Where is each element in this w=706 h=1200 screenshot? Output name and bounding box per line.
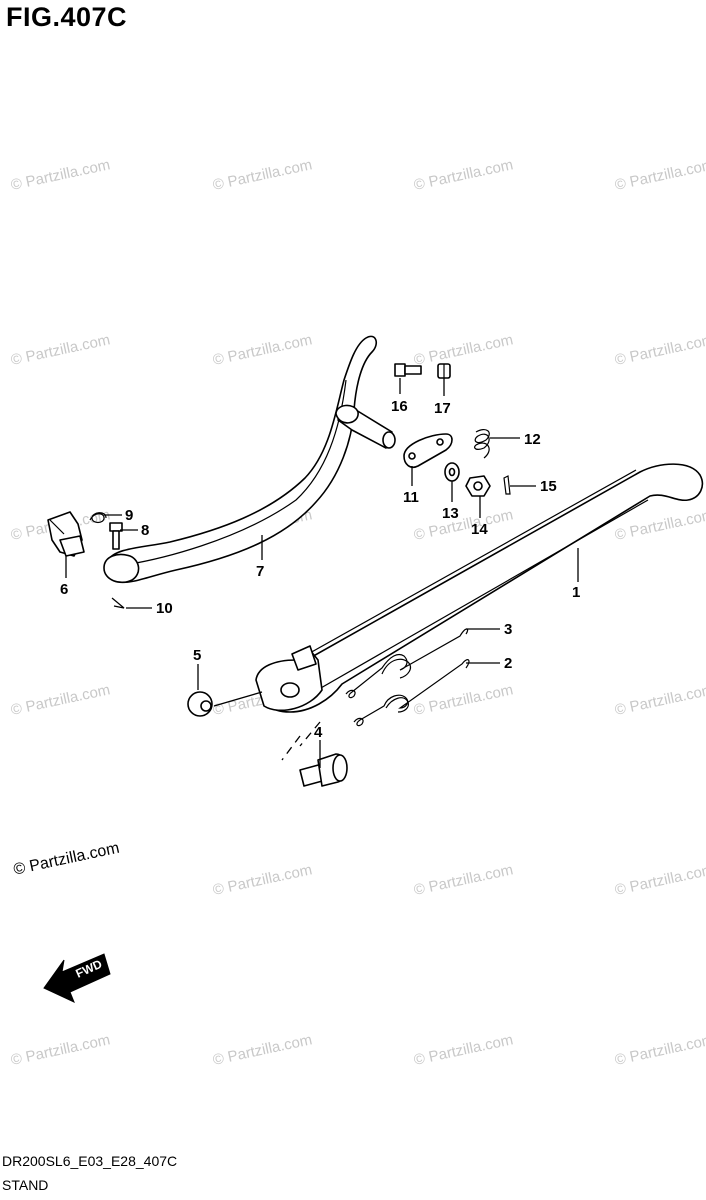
dash-leader-4-b: [299, 721, 321, 747]
callout-6: 6: [60, 581, 68, 598]
leader-5: [213, 691, 263, 707]
watermark-20: © Partzilla.com: [211, 1031, 313, 1069]
watermark-14: © Partzilla.com: [412, 681, 514, 719]
watermark-5: © Partzilla.com: [211, 331, 313, 369]
watermark-12: © Partzilla.com: [9, 681, 111, 719]
callout-3: 3: [504, 621, 512, 638]
watermark-18: © Partzilla.com: [613, 861, 706, 899]
part-castle-nut[interactable]: [465, 475, 491, 497]
callout-4: 4: [314, 724, 323, 741]
figure-title: FIG.407C: [6, 2, 128, 32]
watermark-22: © Partzilla.com: [613, 1031, 706, 1069]
watermark-21: © Partzilla.com: [412, 1031, 514, 1069]
watermark-4: © Partzilla.com: [9, 331, 111, 369]
callout-17: 17: [434, 400, 451, 417]
callout-labels: 1 2 3 4 5 6 7 8 9 10 11 12 13 14 15 16 1…: [60, 398, 580, 741]
part-cotter-pin[interactable]: [111, 597, 125, 609]
watermark-1: © Partzilla.com: [211, 156, 313, 194]
callout-14: 14: [471, 521, 488, 538]
watermark-10: © Partzilla.com: [412, 506, 514, 544]
callout-12: 12: [524, 431, 541, 448]
watermark-7: © Partzilla.com: [613, 331, 706, 369]
part-nut[interactable]: [437, 363, 451, 379]
part-spring-small[interactable]: [89, 512, 107, 524]
watermark-16: © Partzilla.com: [211, 861, 313, 899]
callout-9: 9: [125, 507, 133, 524]
callout-11: 11: [403, 489, 419, 506]
callout-5: 5: [193, 647, 201, 664]
watermark-0: © Partzilla.com: [9, 156, 111, 194]
part-bushing[interactable]: [187, 691, 213, 717]
part-stand-bracket[interactable]: [103, 335, 396, 584]
watermark-3: © Partzilla.com: [613, 156, 706, 194]
callout-16: 16: [391, 398, 408, 415]
callout-2: 2: [504, 655, 512, 672]
part-spring-short[interactable]: [353, 659, 470, 727]
part-side-stand[interactable]: [255, 463, 704, 713]
part-washer[interactable]: [444, 462, 460, 482]
callout-10: 10: [156, 600, 173, 617]
callout-1: 1: [572, 584, 580, 601]
part-spring-long[interactable]: [345, 628, 469, 699]
watermark-layer: © Partzilla.com © Partzilla.com © Partzill…: [9, 156, 706, 1069]
part-bolt-small[interactable]: [109, 522, 123, 550]
part-bolt[interactable]: [394, 363, 422, 377]
part-plate[interactable]: [403, 433, 453, 469]
watermark-6: © Partzilla.com: [412, 331, 514, 369]
part-switch[interactable]: [47, 511, 85, 557]
part-stud-bolt[interactable]: [299, 753, 348, 787]
part-spring[interactable]: [474, 428, 490, 459]
dash-leader-4-a: [281, 735, 301, 761]
callout-15: 15: [540, 478, 557, 495]
part-cotter-pin-2[interactable]: [503, 475, 511, 495]
watermark-17: © Partzilla.com: [412, 861, 514, 899]
leader-lines: [65, 378, 579, 768]
watermark-15: © Partzilla.com: [613, 681, 706, 719]
watermark-19: © Partzilla.com: [9, 1031, 111, 1069]
callout-13: 13: [442, 505, 459, 522]
watermark-2: © Partzilla.com: [412, 156, 514, 194]
callout-8: 8: [141, 522, 149, 539]
diagram-code: DR200SL6_E03_E28_407C: [2, 1153, 178, 1169]
fwd-arrow: FWD: [43, 953, 111, 1003]
diagram-name: STAND: [2, 1177, 49, 1193]
callout-7: 7: [256, 563, 264, 580]
